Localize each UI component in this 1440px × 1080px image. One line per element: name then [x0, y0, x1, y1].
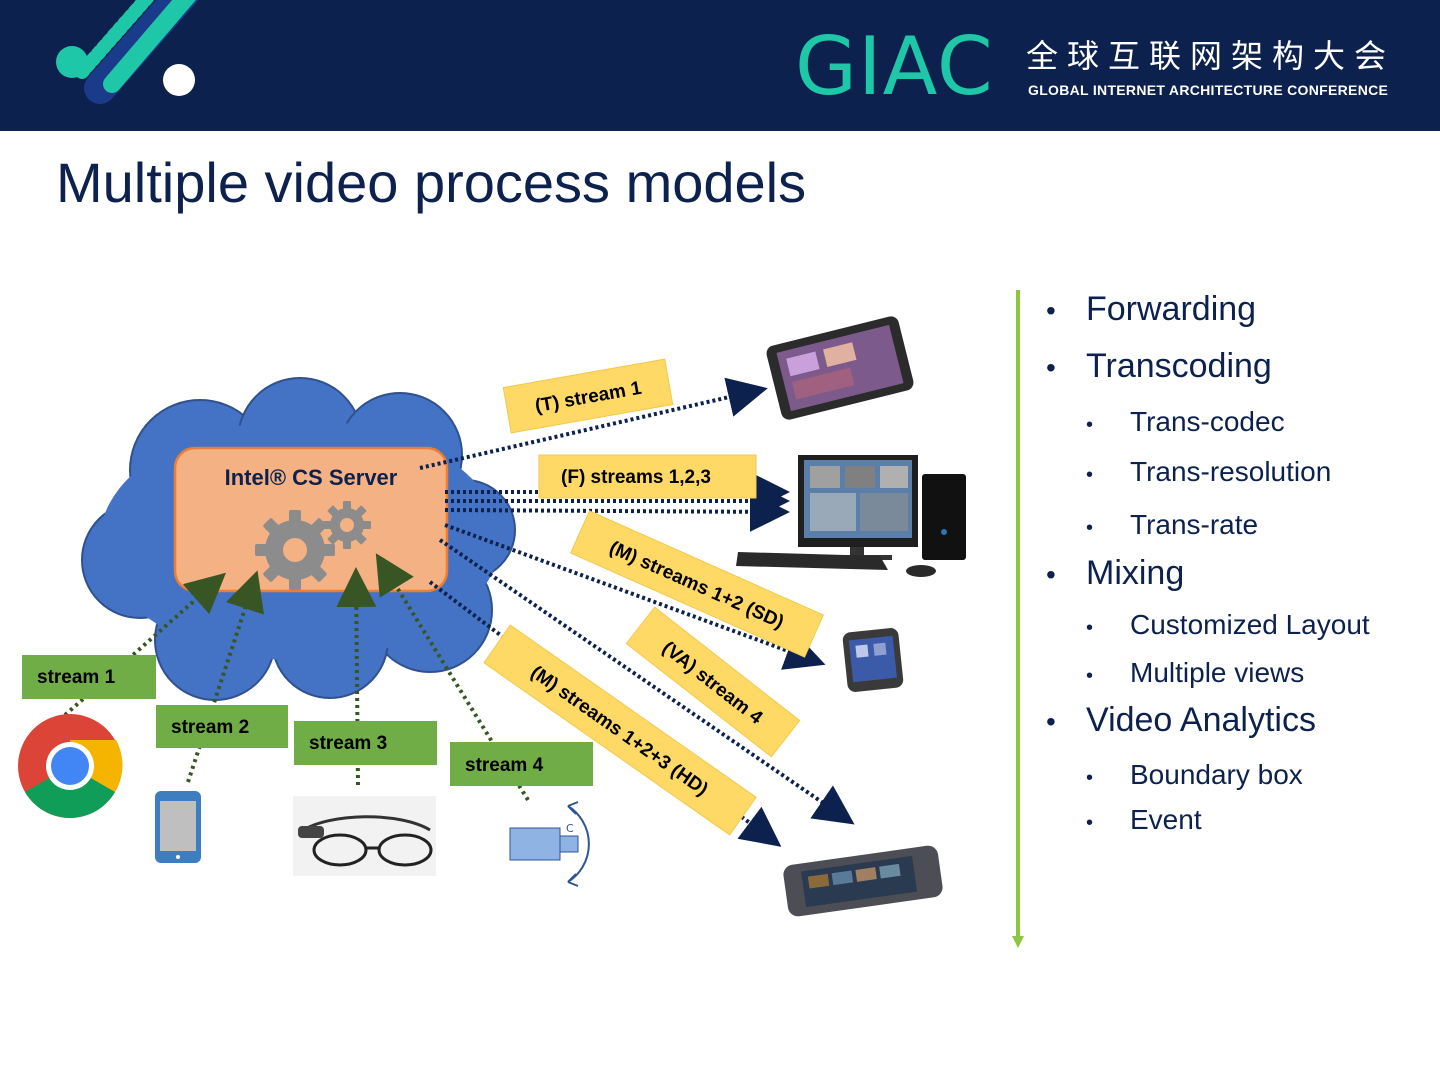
smart-glasses-icon	[293, 796, 436, 876]
camera-icon: C	[509, 801, 590, 887]
conference-title-en: GLOBAL INTERNET ARCHITECTURE CONFERENCE	[1028, 82, 1389, 98]
input-label-stream-2: stream 2	[156, 705, 288, 748]
desktop-computer-icon	[736, 455, 966, 577]
output-arrow-transcoding	[419, 377, 768, 470]
chrome-browser-icon	[18, 714, 123, 818]
handheld-device-icon	[783, 845, 943, 917]
conference-title-cn: 全球互联网架构大会	[1026, 37, 1396, 75]
output-arrow-analytics	[438, 538, 855, 825]
gears-icon	[255, 501, 371, 590]
server-label: Intel® CS Server	[225, 465, 398, 490]
subbullet-multiple-views: •Multiple views	[1086, 657, 1305, 688]
bullet-video-analytics: •Video Analytics	[1046, 701, 1316, 739]
bullet-transcoding: •Transcoding	[1046, 347, 1272, 385]
input-label-stream-4: stream 4	[450, 742, 593, 786]
output-label-mixing-sd: (M) streams 1+2 (SD)	[570, 510, 824, 658]
subbullet-event: •Event	[1086, 804, 1202, 835]
header-banner: GIAC 全球互联网架构大会 GLOBAL INTERNET ARCHITECT…	[0, 0, 1440, 131]
subbullet-trans-rate: •Trans-rate	[1086, 509, 1259, 540]
output-label-forwarding: (F) streams 1,2,3	[538, 454, 757, 499]
mobile-phone-icon	[842, 628, 904, 692]
conference-logo-mark	[56, 0, 199, 104]
output-arrow-forwarding-3	[444, 491, 790, 532]
svg-text:stream 2: stream 2	[171, 717, 249, 738]
subbullet-trans-codec: •Trans-codec	[1086, 406, 1285, 437]
video-process-diagram: Intel® CS Server	[18, 316, 966, 917]
subbullet-customized-layout: •Customized Layout	[1086, 609, 1370, 640]
subbullet-trans-resolution: •Trans-resolution	[1086, 456, 1332, 487]
bullet-mixing: •Mixing	[1046, 554, 1185, 592]
svg-text:(F) streams 1,2,3: (F) streams 1,2,3	[561, 467, 711, 488]
output-label-transcoding: (T) stream 1	[502, 358, 674, 434]
divider-arrow-icon	[1012, 936, 1024, 948]
svg-text:stream 1: stream 1	[37, 667, 116, 688]
input-label-stream-3: stream 3	[294, 721, 437, 765]
output-arrow-mixing-sd	[444, 523, 826, 670]
svg-text:stream 4: stream 4	[465, 755, 544, 776]
svg-text:C: C	[566, 822, 574, 835]
input-arrow-stream-4	[375, 553, 530, 802]
svg-text:stream 3: stream 3	[309, 733, 387, 754]
subbullet-boundary-box: •Boundary box	[1086, 759, 1303, 790]
smartphone-icon	[155, 791, 201, 863]
giac-logo-text: GIAC	[795, 20, 994, 113]
bullet-forwarding: •Forwarding	[1046, 290, 1257, 328]
divider-line	[1016, 290, 1020, 940]
svg-text:(M) streams 1+2 (SD): (M) streams 1+2 (SD)	[606, 537, 787, 633]
input-label-stream-1: stream 1	[22, 655, 156, 699]
slide-title: Multiple video process models	[56, 151, 807, 214]
tablet-icon	[766, 316, 914, 420]
